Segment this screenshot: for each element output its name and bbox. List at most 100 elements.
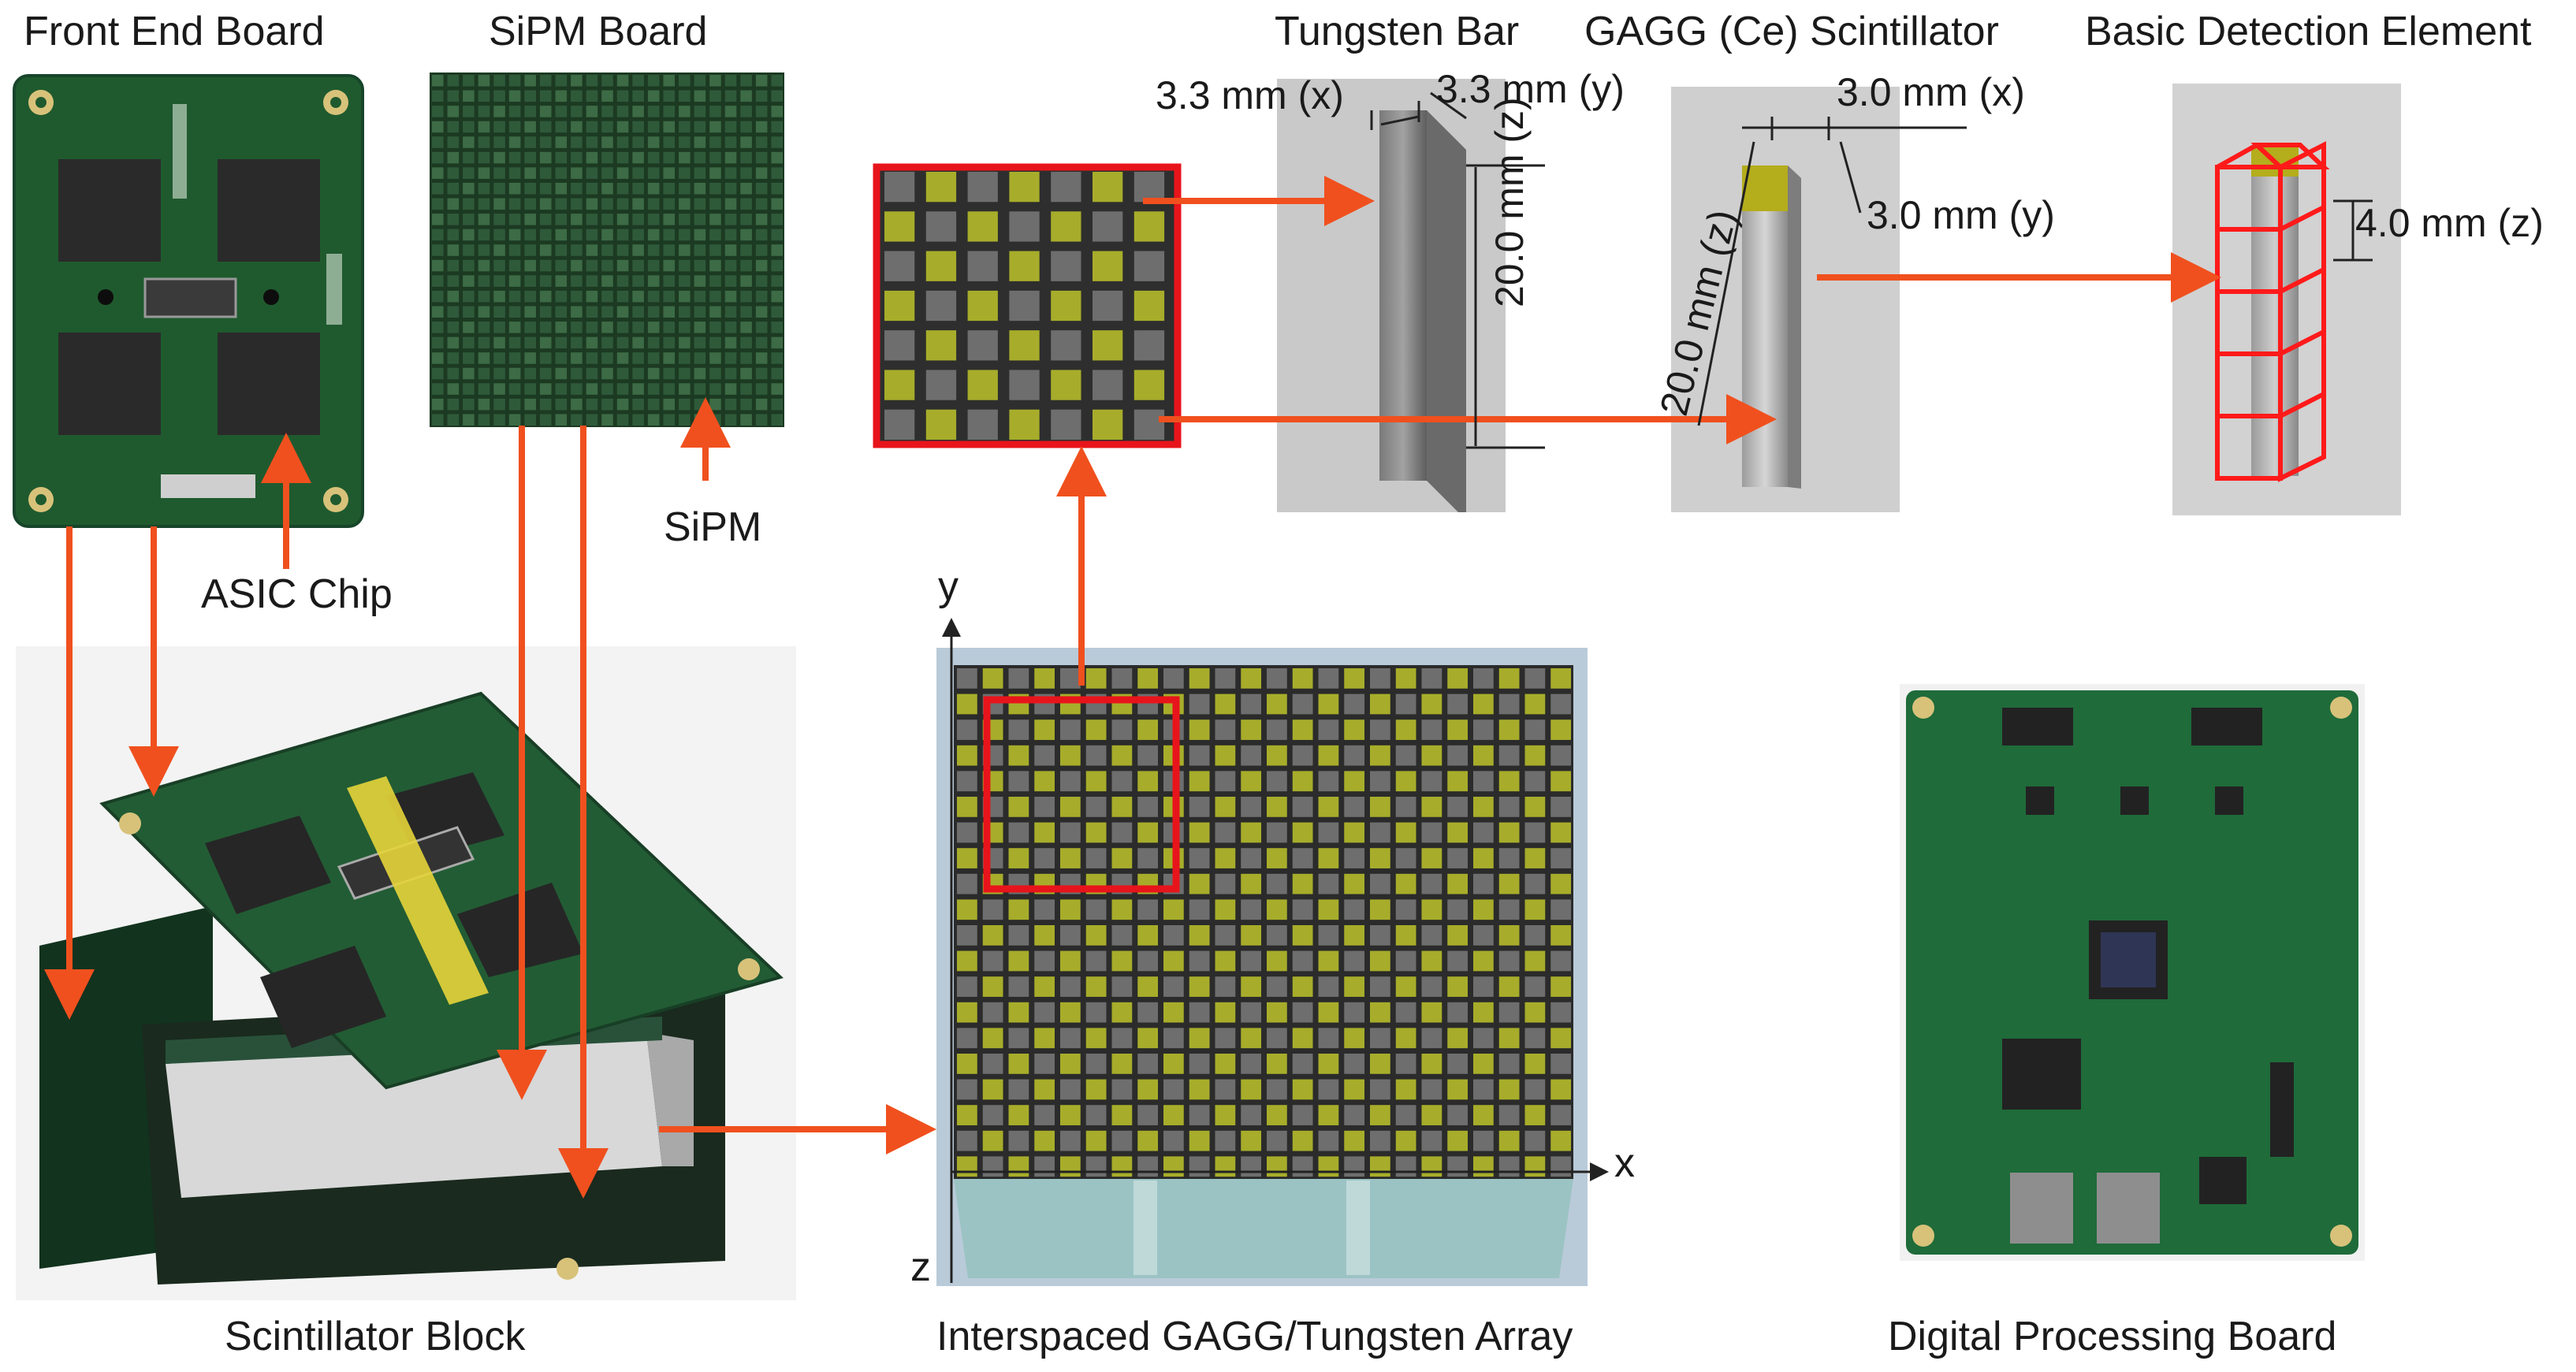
sipm-pixel (586, 290, 598, 303)
tungsten-bar (1163, 1079, 1184, 1100)
tungsten-bar (1447, 693, 1468, 715)
gagg-crystal (1498, 822, 1520, 843)
sipm-pixel (432, 151, 444, 164)
gagg-crystal (957, 797, 977, 817)
tungsten-bar (1318, 1079, 1339, 1100)
tungsten-bar (1318, 1028, 1339, 1049)
sipm-pixel (493, 151, 505, 164)
tungsten-bar (1137, 899, 1158, 920)
sipm-pixel (571, 383, 583, 395)
tungsten-bar (1421, 668, 1442, 689)
sipm-pixel (663, 198, 676, 210)
gagg-crystal (957, 1054, 977, 1074)
sipm-pixel (493, 414, 505, 426)
tungsten-bar (1034, 899, 1055, 920)
sipm-pixel (771, 367, 783, 380)
gagg-crystal (1060, 797, 1081, 817)
gagg-crystal (1085, 1079, 1107, 1100)
sipm-pixel (709, 398, 721, 411)
sipm-pixel (478, 290, 490, 303)
tungsten-y-dimension: 3.3 mm (y) (1436, 67, 1625, 111)
gagg-crystal (1370, 1002, 1390, 1023)
sipm-pixel (447, 275, 460, 287)
sipm-pixel (771, 229, 783, 241)
sipm-pixel (432, 306, 444, 318)
gagg-crystal (884, 290, 915, 322)
gagg-crystal (1447, 1079, 1468, 1100)
tungsten-bar (1447, 1156, 1468, 1177)
gagg-crystal (1267, 1054, 1287, 1074)
tungsten-bar (1215, 976, 1236, 997)
tungsten-bar (1060, 925, 1081, 946)
gagg-crystal (1447, 1130, 1468, 1151)
gagg-crystal (1473, 848, 1494, 868)
sipm-pixel (709, 367, 721, 380)
sipm-pixel (601, 398, 613, 411)
sipm-pixel (694, 244, 706, 256)
sipm-pixel (663, 182, 676, 195)
gagg-crystal (1111, 745, 1133, 766)
gagg-crystal (1137, 1079, 1158, 1100)
sipm-pixel (755, 414, 768, 426)
z-axis-label: z (910, 1244, 931, 1290)
sipm-pixel (709, 352, 721, 364)
tungsten-bar (1267, 668, 1287, 689)
sipm-pixel (709, 259, 721, 272)
tungsten-bar (1370, 668, 1390, 689)
sipm-pixel (740, 336, 752, 349)
sipm-pixel (432, 367, 444, 380)
gagg-crystal (1318, 1002, 1339, 1023)
sipm-pixel (647, 136, 660, 148)
sipm-pixel (663, 414, 676, 426)
sipm-pixel (555, 383, 568, 395)
sipm-pixel (478, 151, 490, 164)
tungsten-bar (1344, 950, 1364, 972)
sipm-pixel (586, 182, 598, 195)
tungsten-bar (1241, 797, 1261, 817)
sipm-pixel (755, 259, 768, 272)
sipm-pixel (447, 367, 460, 380)
gagg-crystal (1189, 976, 1210, 997)
tungsten-bar (1370, 1130, 1390, 1151)
gagg-crystal (1267, 745, 1287, 766)
sipm-pixel (524, 244, 536, 256)
gagg-crystal (1421, 848, 1442, 868)
y-axis-label: y (938, 563, 959, 609)
sipm-pixel (694, 383, 706, 395)
gagg-crystal (1051, 211, 1081, 242)
sipm-pixel (539, 106, 552, 117)
tungsten-bar (1524, 1130, 1546, 1151)
sipm-pixel (632, 336, 644, 349)
sipm-pixel (571, 167, 583, 179)
tungsten-bar (1370, 925, 1390, 946)
gagg-crystal (982, 771, 1003, 792)
digital-processing-board-photo (1900, 684, 2365, 1261)
sipm-pixel (524, 121, 536, 133)
sipm-pixel (463, 214, 475, 225)
tungsten-bar (1344, 848, 1364, 868)
sipm-pixel (771, 352, 783, 364)
gagg-crystal (1034, 925, 1055, 946)
gagg-crystal (1370, 693, 1390, 715)
sipm-pixel (524, 383, 536, 395)
gagg-crystal (1447, 976, 1468, 997)
gagg-crystal (1111, 1002, 1133, 1023)
sipm-pixel (508, 75, 521, 87)
sipm-board-label: SiPM Board (489, 9, 708, 54)
gagg-crystal (1034, 1130, 1055, 1151)
gagg-crystal (1344, 925, 1364, 946)
tungsten-bar (1292, 1002, 1313, 1023)
tungsten-bar (1473, 668, 1494, 689)
tungsten-bar (1034, 745, 1055, 766)
sipm-pixel (647, 352, 660, 364)
sipm-pixel (432, 106, 444, 117)
tungsten-bar (1241, 1002, 1261, 1023)
sipm-pixel (647, 167, 660, 179)
gagg-crystal (1292, 976, 1313, 997)
sipm-pixel (740, 198, 752, 210)
sipm-pixel (724, 290, 737, 303)
sipm-pixel (709, 244, 721, 256)
sipm-pixel (508, 290, 521, 303)
sipm-pixel (524, 229, 536, 241)
gagg-crystal (1163, 1054, 1184, 1074)
